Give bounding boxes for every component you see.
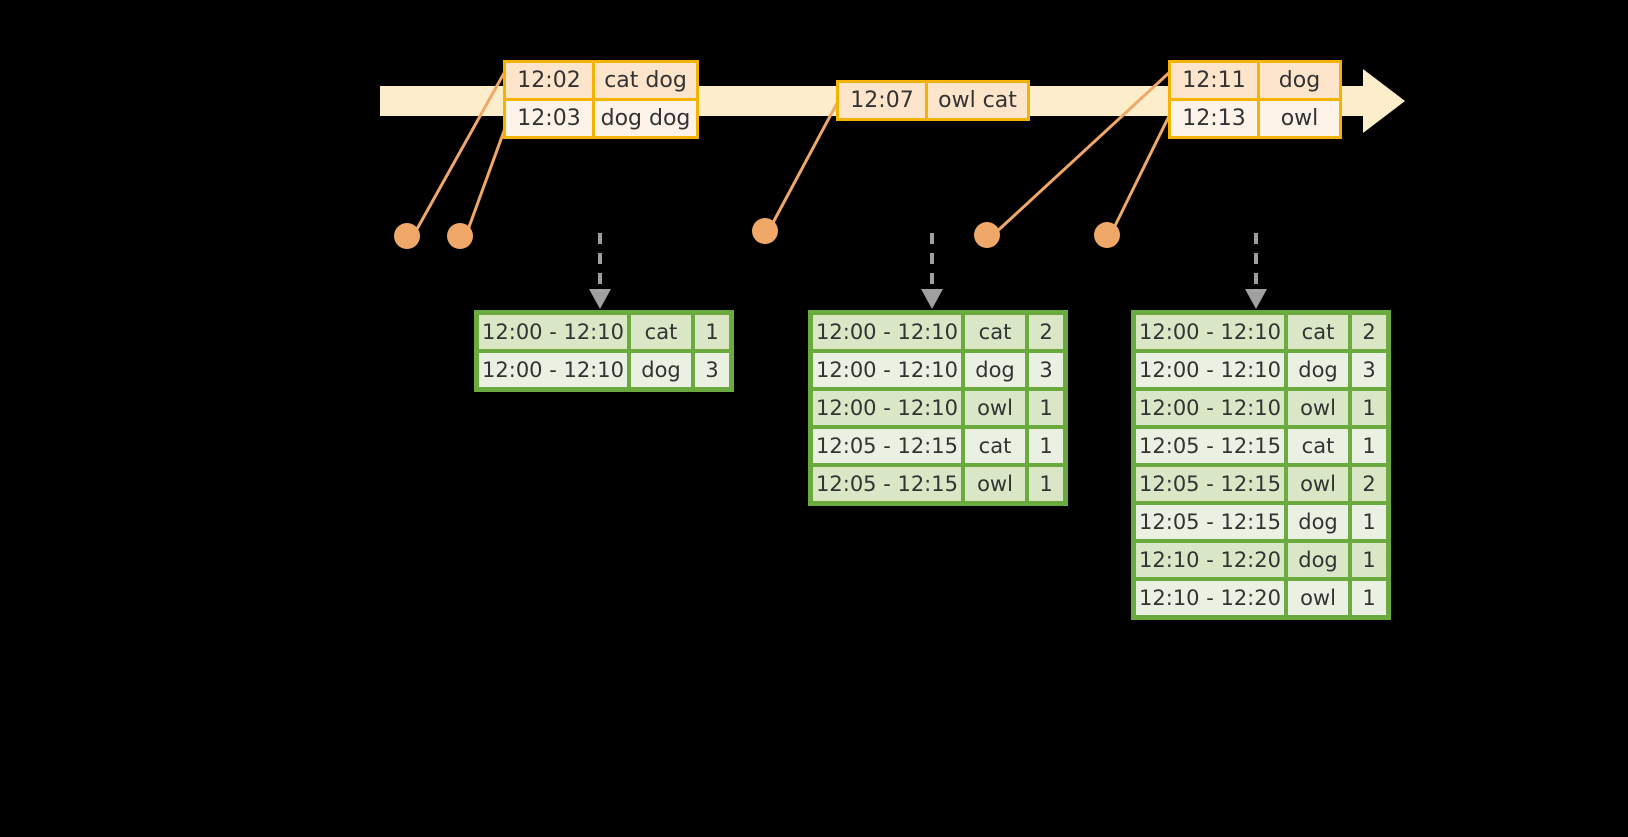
cell-count: 3 [1027, 351, 1065, 389]
cell-window: 12:00 - 12:10 [1134, 389, 1286, 427]
event-dot-2 [447, 223, 473, 249]
event-value: dog dog [595, 101, 696, 136]
event-box-2: 12:07 owl cat [836, 80, 1030, 121]
event-row: 12:02 cat dog [506, 63, 696, 98]
cell-count: 2 [1350, 465, 1388, 503]
event-time: 12:13 [1171, 101, 1260, 136]
event-row: 12:03 dog dog [506, 98, 696, 136]
cell-window: 12:00 - 12:10 [477, 313, 629, 351]
cell-key: owl [1286, 389, 1350, 427]
event-row: 12:07 owl cat [839, 83, 1027, 118]
cell-key: dog [1286, 541, 1350, 579]
cell-key: cat [629, 313, 693, 351]
cell-count: 1 [1027, 389, 1065, 427]
event-time: 12:02 [506, 63, 595, 98]
event-value: owl cat [928, 83, 1027, 118]
event-time: 12:11 [1171, 63, 1260, 98]
cell-window: 12:00 - 12:10 [811, 351, 963, 389]
cell-count: 1 [1350, 503, 1388, 541]
cell-window: 12:00 - 12:10 [811, 389, 963, 427]
cell-window: 12:00 - 12:10 [1134, 313, 1286, 351]
cell-key: cat [963, 313, 1027, 351]
cell-count: 1 [1027, 427, 1065, 465]
cell-window: 12:05 - 12:15 [1134, 503, 1286, 541]
cell-key: owl [1286, 465, 1350, 503]
cell-window: 12:00 - 12:10 [477, 351, 629, 389]
event-row: 12:13 owl [1171, 98, 1339, 136]
event-box-3: 12:11 dog 12:13 owl [1168, 60, 1342, 139]
cell-key: owl [963, 389, 1027, 427]
event-value: owl [1260, 101, 1339, 136]
event-value: dog [1260, 63, 1339, 98]
cell-count: 2 [1027, 313, 1065, 351]
event-time: 12:07 [839, 83, 928, 118]
cell-count: 1 [693, 313, 731, 351]
cell-count: 1 [1350, 541, 1388, 579]
cell-count: 1 [1027, 465, 1065, 503]
event-time: 12:03 [506, 101, 595, 136]
cell-key: dog [629, 351, 693, 389]
timeline-arrow-icon [1363, 69, 1405, 133]
cell-count: 1 [1350, 389, 1388, 427]
cell-window: 12:05 - 12:15 [811, 465, 963, 503]
cell-count: 3 [1350, 351, 1388, 389]
event-dot-3 [752, 218, 778, 244]
event-row: 12:11 dog [1171, 63, 1339, 98]
event-value: cat dog [595, 63, 696, 98]
cell-window: 12:05 - 12:15 [1134, 465, 1286, 503]
cell-window: 12:00 - 12:10 [1134, 351, 1286, 389]
cell-count: 1 [1350, 427, 1388, 465]
cell-window: 12:10 - 12:20 [1134, 579, 1286, 617]
cell-window: 12:05 - 12:15 [1134, 427, 1286, 465]
cell-key: dog [1286, 351, 1350, 389]
cell-key: owl [963, 465, 1027, 503]
event-dot-5 [1094, 222, 1120, 248]
cell-count: 3 [693, 351, 731, 389]
cell-count: 1 [1350, 579, 1388, 617]
cell-key: owl [1286, 579, 1350, 617]
cell-key: cat [963, 427, 1027, 465]
event-box-1: 12:02 cat dog 12:03 dog dog [503, 60, 699, 139]
cell-window: 12:05 - 12:15 [811, 427, 963, 465]
cell-key: dog [963, 351, 1027, 389]
cell-key: cat [1286, 313, 1350, 351]
cell-key: cat [1286, 427, 1350, 465]
cell-window: 12:10 - 12:20 [1134, 541, 1286, 579]
cell-count: 2 [1350, 313, 1388, 351]
cell-window: 12:00 - 12:10 [811, 313, 963, 351]
event-dot-1 [394, 223, 420, 249]
event-dot-4 [974, 222, 1000, 248]
cell-key: dog [1286, 503, 1350, 541]
